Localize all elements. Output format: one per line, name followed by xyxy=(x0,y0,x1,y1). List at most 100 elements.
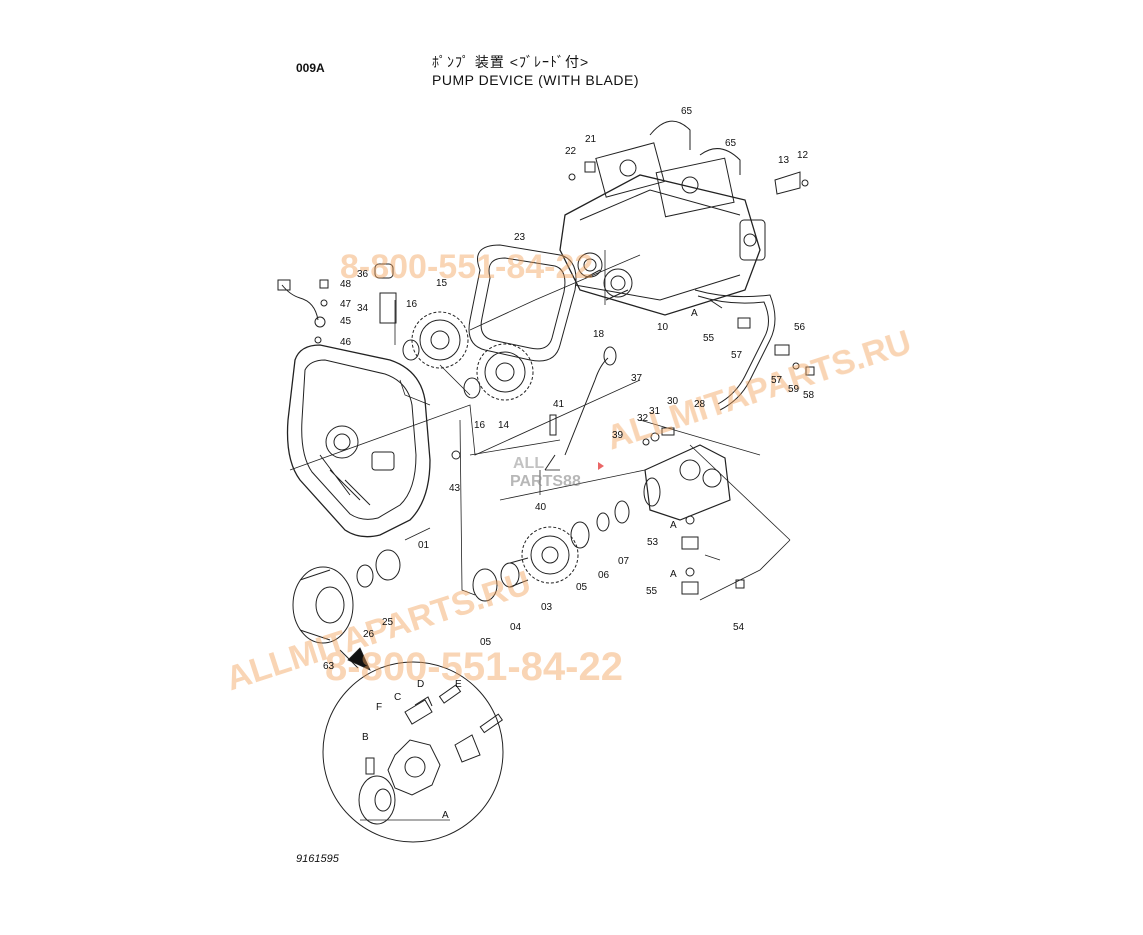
part-label-B[interactable]: B xyxy=(362,732,369,743)
part-label-13[interactable]: 13 xyxy=(778,155,790,166)
snap-ring-26[interactable] xyxy=(356,564,374,588)
washer-59[interactable] xyxy=(792,362,800,370)
part-label-15[interactable]: 15 xyxy=(436,278,448,289)
part-label-16b[interactable]: 16 xyxy=(474,420,486,431)
part-label-01[interactable]: 01 xyxy=(418,540,430,551)
hose-56[interactable] xyxy=(694,289,776,411)
part-label-31[interactable]: 31 xyxy=(649,406,661,417)
part-label-04[interactable]: 04 xyxy=(510,622,522,633)
gear-15[interactable] xyxy=(411,311,469,369)
site-watermark-right: ALLMITAPARTS.RU xyxy=(602,323,916,457)
part-label-54[interactable]: 54 xyxy=(733,622,745,633)
part-label-39[interactable]: 39 xyxy=(612,430,624,441)
bearing-05b[interactable] xyxy=(472,568,498,602)
shaft-04[interactable] xyxy=(500,557,529,588)
part-label-63[interactable]: 63 xyxy=(323,661,335,672)
housing-01[interactable] xyxy=(286,344,431,538)
part-label-53[interactable]: 53 xyxy=(647,537,659,548)
part-label-A2[interactable]: A xyxy=(670,520,677,531)
part-label-41[interactable]: 41 xyxy=(553,399,565,410)
part-label-A3[interactable]: A xyxy=(670,569,677,580)
clamp-57a[interactable] xyxy=(737,317,751,329)
snap-ring-16b[interactable] xyxy=(463,377,481,399)
gear-03[interactable] xyxy=(521,526,579,584)
part-label-57b[interactable]: 57 xyxy=(771,375,783,386)
part-label-25[interactable]: 25 xyxy=(382,617,394,628)
tube-39[interactable] xyxy=(544,454,556,471)
part-label-28[interactable]: 28 xyxy=(694,399,706,410)
part-label-43[interactable]: 43 xyxy=(449,483,461,494)
bolt-41[interactable] xyxy=(549,414,557,436)
coupling-63[interactable] xyxy=(292,566,354,644)
part-label-58[interactable]: 58 xyxy=(803,390,815,401)
bearing-05a[interactable] xyxy=(570,521,590,549)
part-label-18[interactable]: 18 xyxy=(593,329,605,340)
hub-A xyxy=(358,775,396,825)
part-label-56[interactable]: 56 xyxy=(794,322,806,333)
gear-14[interactable] xyxy=(476,343,534,401)
part-label-55a[interactable]: 55 xyxy=(703,333,715,344)
part-label-26[interactable]: 26 xyxy=(363,629,375,640)
part-label-48[interactable]: 48 xyxy=(340,279,352,290)
part-label-16a[interactable]: 16 xyxy=(406,299,418,310)
part-label-03[interactable]: 03 xyxy=(541,602,553,613)
part-label-C[interactable]: C xyxy=(394,692,401,703)
part-label-40[interactable]: 40 xyxy=(535,502,547,513)
sensor-cable-45[interactable] xyxy=(277,279,326,328)
part-label-23[interactable]: 23 xyxy=(514,232,526,243)
part-label-47[interactable]: 47 xyxy=(340,299,352,310)
o-ring-46[interactable] xyxy=(314,336,322,344)
part-label-32[interactable]: 32 xyxy=(637,413,649,424)
part-label-65b[interactable]: 65 xyxy=(725,138,737,149)
bolt-43[interactable] xyxy=(451,450,461,460)
part-label-D[interactable]: D xyxy=(417,679,424,690)
plug-48[interactable] xyxy=(319,279,329,289)
fitting-55b[interactable] xyxy=(681,581,699,595)
part-label-06[interactable]: 06 xyxy=(598,570,610,581)
part-label-55b[interactable]: 55 xyxy=(646,586,658,597)
gasket-23[interactable] xyxy=(468,244,577,362)
bolt-E2 xyxy=(479,713,504,734)
gear-pump-28[interactable] xyxy=(643,444,731,521)
part-label-05a[interactable]: 05 xyxy=(576,582,588,593)
part-label-A4[interactable]: A xyxy=(442,810,449,821)
part-label-05b[interactable]: 05 xyxy=(480,637,492,648)
part-label-30[interactable]: 30 xyxy=(667,396,679,407)
o-ring-32[interactable] xyxy=(642,438,650,446)
part-label-A1[interactable]: A xyxy=(691,308,698,319)
o-ring-A2[interactable] xyxy=(685,515,695,525)
washer-31[interactable] xyxy=(650,432,660,442)
part-label-46[interactable]: 46 xyxy=(340,337,352,348)
part-label-57a[interactable]: 57 xyxy=(731,350,743,361)
bolt-58[interactable] xyxy=(805,366,815,376)
detail-circle-coupling[interactable] xyxy=(322,661,504,843)
part-label-14[interactable]: 14 xyxy=(498,420,510,431)
snap-ring-16a[interactable] xyxy=(402,339,420,361)
part-label-12[interactable]: 12 xyxy=(797,150,809,161)
o-ring-47[interactable] xyxy=(320,299,328,307)
clamp-57b[interactable] xyxy=(774,344,790,356)
snap-ring-07[interactable] xyxy=(614,500,630,524)
o-ring-A3[interactable] xyxy=(685,567,695,577)
part-label-65a[interactable]: 65 xyxy=(681,106,693,117)
part-label-45[interactable]: 45 xyxy=(340,316,352,327)
main-pump-assembly[interactable] xyxy=(559,120,809,316)
dipstick-37[interactable] xyxy=(564,346,617,456)
part-label-07[interactable]: 07 xyxy=(618,556,630,567)
part-label-22[interactable]: 22 xyxy=(565,146,577,157)
logo-line-2: PARTS88 xyxy=(510,473,581,490)
part-label-E[interactable]: E xyxy=(455,679,462,690)
part-label-F[interactable]: F xyxy=(376,702,382,713)
bearing-25[interactable] xyxy=(375,549,401,581)
part-label-36[interactable]: 36 xyxy=(357,269,369,280)
fitting-34[interactable] xyxy=(379,292,397,324)
part-label-10[interactable]: 10 xyxy=(657,322,669,333)
cap-36[interactable] xyxy=(374,263,394,279)
fitting-55a[interactable] xyxy=(709,299,723,309)
fitting-53[interactable] xyxy=(681,536,699,550)
part-label-34[interactable]: 34 xyxy=(357,303,369,314)
ring-06[interactable] xyxy=(596,512,610,532)
part-label-21[interactable]: 21 xyxy=(585,134,597,145)
part-label-37[interactable]: 37 xyxy=(631,373,643,384)
part-label-59[interactable]: 59 xyxy=(788,384,800,395)
